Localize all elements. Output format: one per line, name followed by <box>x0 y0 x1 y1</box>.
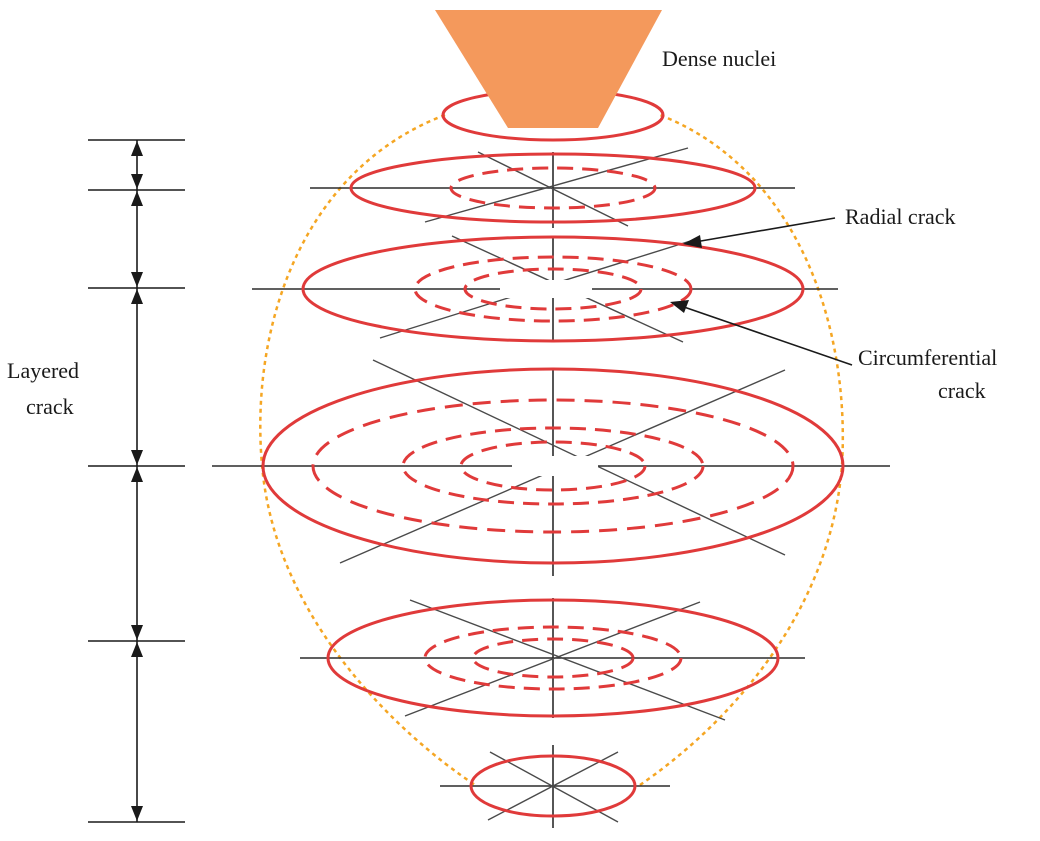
radial-crack-label: Radial crack <box>845 204 956 229</box>
radial-crack-leader <box>683 217 836 248</box>
dense-nuclei-label: Dense nuclei <box>662 46 777 71</box>
layer-1 <box>310 147 795 228</box>
layer-5 <box>440 745 670 828</box>
layer-2 <box>252 235 838 343</box>
circumferential-crack-leader <box>670 300 853 366</box>
circumferential-crack-label-line2: crack <box>938 378 986 403</box>
circumferential-crack-label-line1: Circumferential <box>858 345 998 370</box>
layered-crack-label-line2: crack <box>26 394 74 419</box>
layer-4 <box>300 598 805 721</box>
layer-3 <box>212 359 890 576</box>
dense-nucleus-shape <box>435 10 662 128</box>
layered-crack-label-line1: Layered <box>7 358 80 383</box>
layer-dimension-arrowheads <box>131 141 143 821</box>
